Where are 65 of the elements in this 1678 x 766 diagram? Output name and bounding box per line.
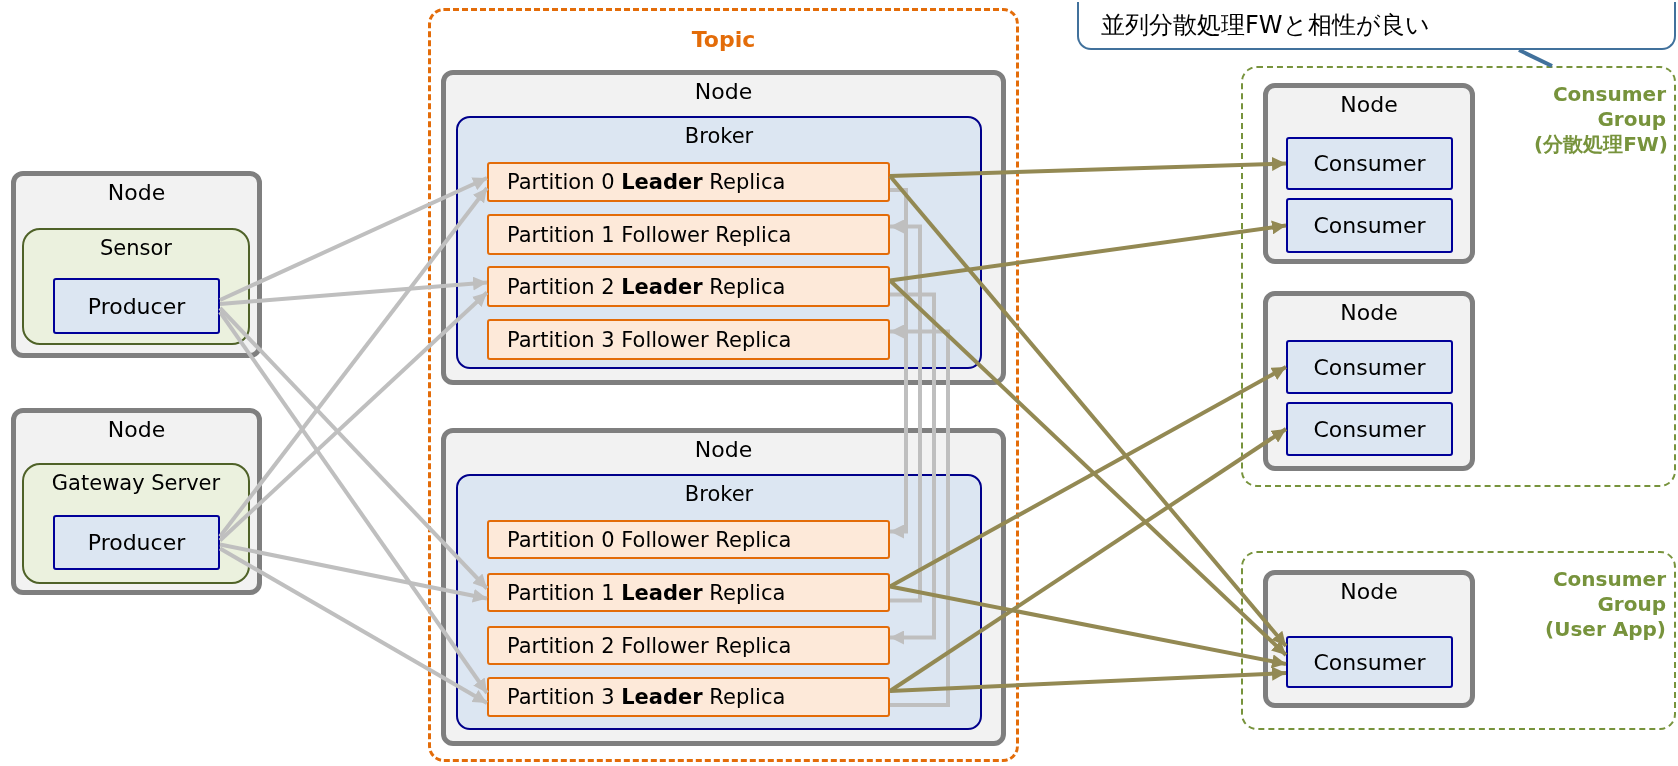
arrow	[219, 276, 488, 306]
partition-replica: Partition 2 Follower Replica	[487, 626, 890, 665]
node-title: Node	[106, 180, 167, 205]
arrow	[888, 174, 1288, 648]
server-node-panel	[11, 408, 262, 595]
broker-title: Broker	[683, 482, 755, 506]
server-node-panel	[11, 171, 262, 358]
client-process: Consumer	[1286, 402, 1453, 456]
arrow	[219, 176, 488, 302]
arrow	[890, 292, 936, 645]
arrow	[218, 291, 489, 542]
arrow	[218, 186, 489, 538]
node-title: Node	[693, 79, 754, 104]
node-title: Node	[1339, 300, 1399, 325]
consumer-group-frame	[1241, 66, 1676, 487]
arrow	[219, 546, 488, 705]
client-process: Producer	[53, 515, 220, 570]
partition-replica: Partition 0 Follower Replica	[487, 520, 890, 559]
arrow	[889, 666, 1287, 693]
node-title: Node	[1339, 579, 1399, 604]
application-panel	[22, 228, 250, 345]
node-title: Node	[693, 437, 754, 462]
client-process: Consumer	[1286, 636, 1453, 688]
server-node-panel	[441, 428, 1006, 746]
node-title: Node	[106, 417, 167, 442]
topic-frame	[428, 8, 1019, 762]
server-node-panel	[1263, 83, 1475, 264]
node-title: Node	[1339, 92, 1399, 117]
arrow	[889, 584, 1287, 669]
arrow	[889, 220, 1287, 283]
topic-title: Topic	[690, 27, 757, 52]
arrow	[218, 306, 489, 590]
server-node-panel	[1263, 291, 1475, 471]
arrow	[890, 324, 950, 707]
consumer-group-title: Consumer Group (User App)	[1544, 567, 1666, 642]
arrow	[889, 365, 1287, 589]
client-process: Consumer	[1286, 198, 1453, 253]
arrow	[218, 310, 489, 695]
broker-title: Broker	[683, 124, 755, 148]
application-panel	[22, 463, 250, 584]
partition-replica: Partition 0 Leader Replica	[487, 162, 890, 202]
application-title: Sensor	[99, 236, 173, 260]
server-node-panel	[1263, 570, 1475, 708]
arrow	[890, 219, 922, 603]
partition-replica: Partition 1 Follower Replica	[487, 214, 890, 255]
callout-bubble: 並列分散処理FWと相性が良い	[1077, 2, 1676, 50]
partition-replica: Partition 3 Follower Replica	[487, 319, 890, 360]
consumer-group-frame	[1241, 551, 1676, 730]
server-node-panel	[441, 70, 1006, 385]
client-process: Consumer	[1286, 340, 1453, 394]
arrow	[219, 542, 488, 603]
arrow	[889, 156, 1287, 178]
partition-replica: Partition 1 Leader Replica	[487, 573, 890, 612]
application-title: Gateway Server	[50, 471, 222, 495]
client-process: Consumer	[1286, 137, 1453, 190]
client-process: Producer	[53, 278, 220, 334]
arrow	[888, 427, 1288, 693]
broker-panel	[456, 116, 982, 369]
arrow	[890, 188, 908, 539]
connector-line	[1518, 48, 1553, 68]
partition-replica: Partition 2 Leader Replica	[487, 266, 890, 307]
partition-replica: Partition 3 Leader Replica	[487, 677, 890, 717]
broker-panel	[456, 474, 982, 730]
arrow	[888, 279, 1288, 657]
consumer-group-title: Consumer Group (分散処理FW)	[1534, 82, 1666, 157]
